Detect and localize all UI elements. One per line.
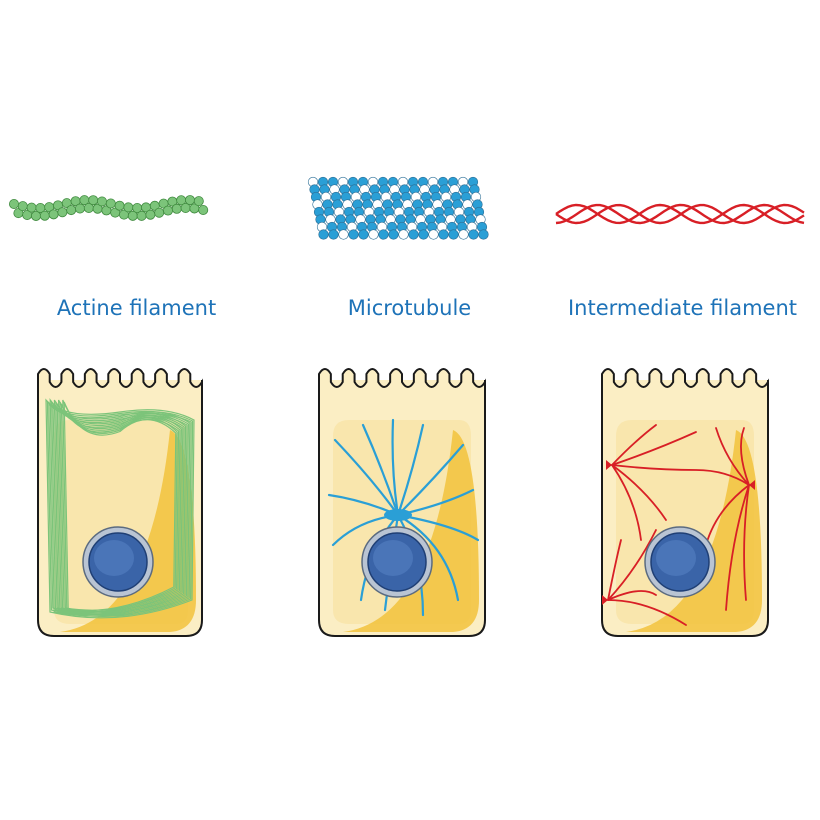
- intermediate-filament-network: [607, 424, 750, 626]
- label-microtubule: Microtubule: [347, 296, 472, 320]
- microtubule-cell: [318, 368, 486, 637]
- actin-filament-strand: [8, 195, 209, 221]
- microvilli: [37, 368, 203, 400]
- intermediate-filament-illustration: [555, 203, 805, 637]
- panel-intermediate: Intermediate filament: [546, 0, 819, 820]
- centrosome: [384, 509, 412, 521]
- microvilli: [601, 368, 769, 400]
- nucleus: [644, 526, 716, 598]
- actin-cell: [37, 368, 203, 637]
- nucleus: [361, 526, 433, 598]
- microtubule-illustration: [307, 176, 489, 637]
- panel-microtubule: Microtubule: [273, 0, 546, 820]
- desmosome: [749, 480, 755, 490]
- label-intermediate: Intermediate filament: [567, 296, 797, 320]
- microvilli: [318, 368, 486, 400]
- label-actin: Actine filament: [56, 296, 217, 320]
- actin-filament-illustration: [8, 195, 209, 637]
- intermediate-cell: [601, 368, 769, 637]
- nucleus: [82, 526, 154, 598]
- intermediate-filament-strand: [555, 203, 805, 225]
- desmosome: [602, 595, 608, 605]
- panel-actin: Actine filament: [0, 0, 273, 820]
- microtubule-tube: [307, 176, 489, 240]
- actin-cortex-network: [45, 398, 195, 619]
- desmosome: [606, 460, 612, 470]
